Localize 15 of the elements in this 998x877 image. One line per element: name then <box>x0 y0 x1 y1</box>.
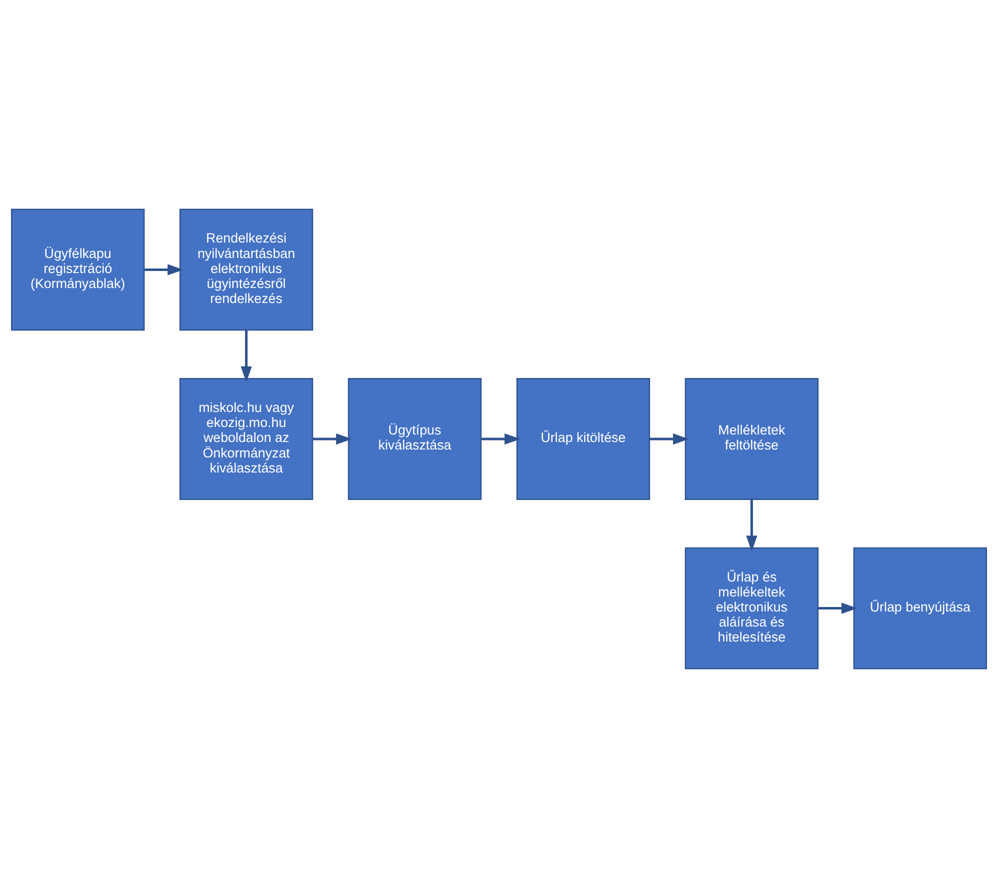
arrow <box>240 330 252 382</box>
arrow <box>144 264 184 275</box>
node-box: Mellékletek feltöltése <box>684 378 819 500</box>
node-box: Ügyfélkapu regisztráció (Kormányablak) <box>11 208 145 330</box>
arrow <box>650 432 689 444</box>
node-box: Űrlap és mellékeltek elektronikus aláírása és hitelesítése <box>684 546 819 669</box>
arrow <box>746 498 758 552</box>
node-box: miskolc.hu vagy ekozig.mo.hu weboldalon az Önkormányzat kiválasztása <box>179 378 314 500</box>
arrow <box>312 432 352 444</box>
node-box: Űrlap benyújtása <box>853 546 987 669</box>
node-box: Űrlap kitöltése <box>516 378 650 500</box>
node-box: Ügytípus kiválasztása <box>348 378 482 500</box>
node-box: Rendelkezési nyilvántartásban elektronikus ügyintézésről rendelkezés <box>179 208 314 330</box>
arrow <box>818 602 858 614</box>
arrow <box>481 432 520 444</box>
